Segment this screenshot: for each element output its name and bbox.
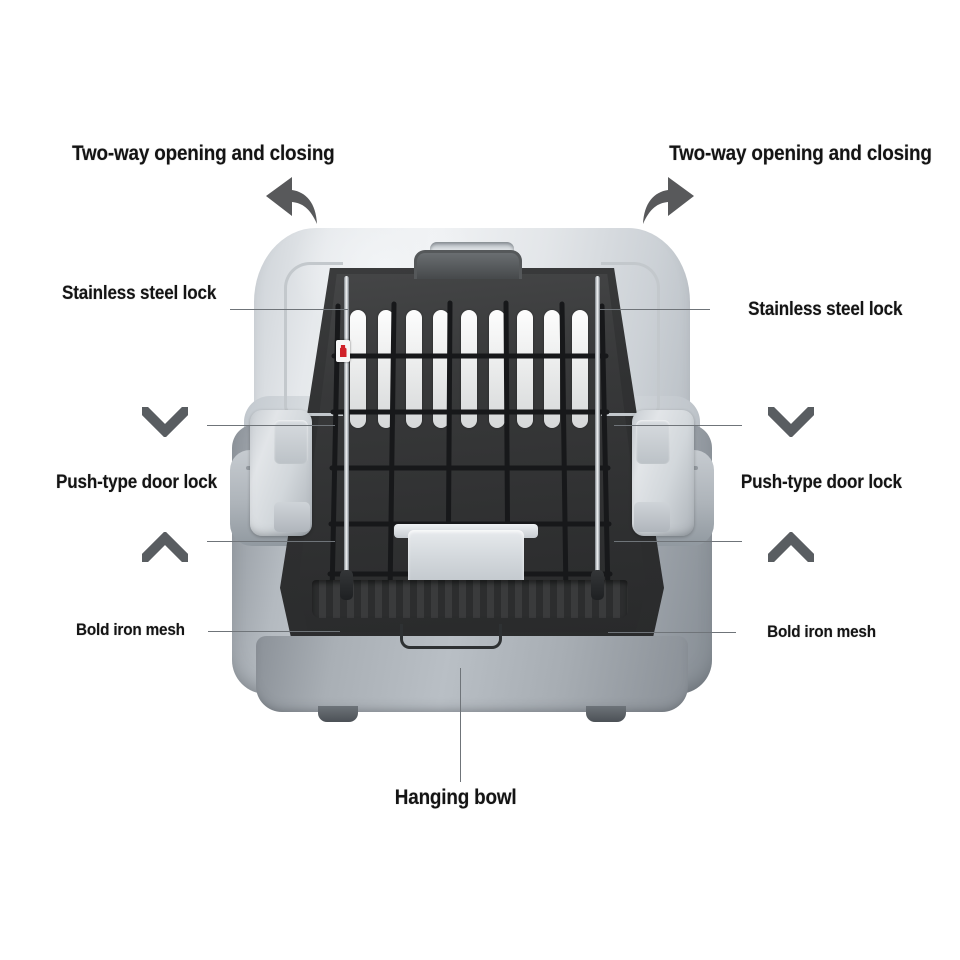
latch-tab-left <box>274 420 308 464</box>
warning-sticker-mark <box>339 345 347 357</box>
latch-tab-right <box>636 420 670 464</box>
vent-slot <box>377 310 394 428</box>
base-handle <box>400 624 502 649</box>
leader-line-lock-right-bottom <box>614 541 742 542</box>
rubber-foot-right <box>586 706 626 722</box>
leader-line-mesh-right <box>608 632 736 633</box>
rubber-foot-left <box>318 706 358 722</box>
callout-stainless-steel-lock-left: Stainless steel lock <box>62 283 217 304</box>
vent-slot <box>488 310 505 428</box>
rod-cap-right <box>591 570 604 600</box>
chevron-down-icon-right <box>768 407 814 437</box>
vent-slot <box>572 310 588 428</box>
steel-hoop-right <box>601 262 660 416</box>
vent-slot <box>461 310 477 428</box>
warning-sticker <box>336 340 350 362</box>
callout-stainless-steel-lock-right: Stainless steel lock <box>747 299 902 320</box>
steel-lock-rod-right <box>595 276 600 582</box>
vent-slot <box>405 310 422 428</box>
curved-arrow-left-icon <box>258 172 324 232</box>
leader-line-steel-right <box>600 309 710 310</box>
floor-tray <box>312 580 628 618</box>
vent-slot <box>516 310 533 428</box>
leader-line-mesh-left <box>208 631 340 632</box>
chevron-down-icon-left <box>142 407 188 437</box>
push-type-latch-left[interactable] <box>250 410 312 536</box>
callout-bold-iron-mesh-right: Bold iron mesh <box>767 622 876 641</box>
steel-hoop-left <box>284 262 343 416</box>
callout-bold-iron-mesh-left: Bold iron mesh <box>76 620 185 639</box>
door-carry-handle <box>414 250 522 279</box>
leader-line-lock-left-bottom <box>207 541 335 542</box>
push-type-latch-right[interactable] <box>632 410 694 536</box>
iron-mesh-grid <box>324 300 616 600</box>
callout-push-type-door-lock-left: Push-type door lock <box>56 472 217 493</box>
leader-line-lock-right-top <box>614 425 742 426</box>
latch-foot-right <box>634 502 670 532</box>
chevron-up-icon-right <box>768 532 814 562</box>
leader-line-lock-left-top <box>207 425 335 426</box>
pet-carrier-product <box>230 228 714 730</box>
callout-two-way-right: Two-way opening and closing <box>669 142 932 165</box>
rod-cap-left <box>340 570 353 600</box>
leader-line-steel-left <box>230 309 348 310</box>
curved-arrow-right-icon <box>636 172 702 232</box>
steel-lock-rod-left <box>344 276 349 582</box>
callout-hanging-bowl: Hanging bowl <box>394 786 517 809</box>
vent-slot <box>544 310 561 428</box>
callout-push-type-door-lock-right: Push-type door lock <box>741 472 902 493</box>
chevron-up-icon-left <box>142 532 188 562</box>
leader-line-bowl <box>460 668 461 782</box>
callout-two-way-left: Two-way opening and closing <box>72 142 335 165</box>
ventilation-slots <box>350 310 588 428</box>
vent-slot <box>350 310 366 428</box>
vent-slot <box>433 310 450 428</box>
latch-foot-left <box>274 502 310 532</box>
